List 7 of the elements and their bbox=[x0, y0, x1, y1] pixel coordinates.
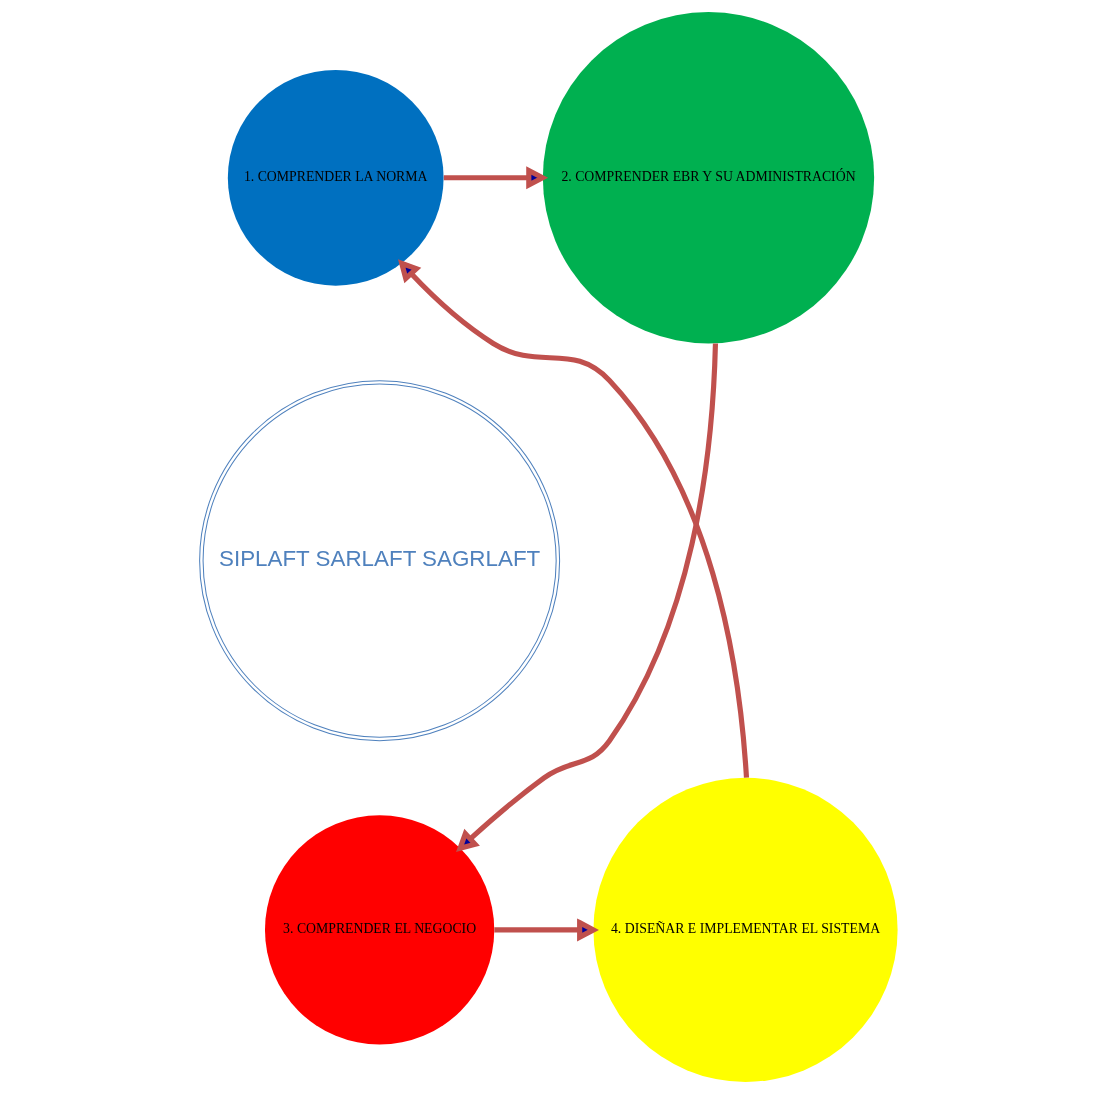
arrow bbox=[494, 918, 599, 942]
node-circle: 4. DISEÑAR E IMPLEMENTAR EL SISTEMA bbox=[593, 777, 898, 1082]
arrow bbox=[398, 259, 750, 778]
node-circle: 3. COMPRENDER EL NEGOCIO bbox=[265, 815, 495, 1045]
arrow bbox=[443, 166, 549, 190]
arrow bbox=[456, 343, 719, 852]
node-circle: 2. COMPRENDER EBR Y SU ADMINISTRACIÓN bbox=[542, 12, 875, 344]
